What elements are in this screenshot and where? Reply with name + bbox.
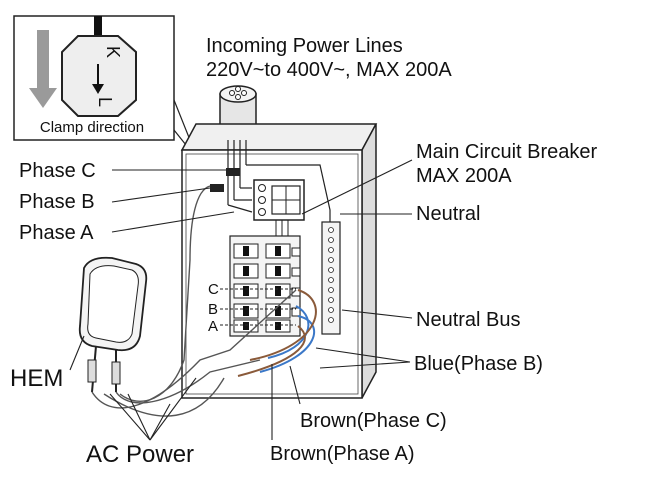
terminal-label-c: C — [208, 281, 219, 298]
label-blue-phase-b: Blue(Phase B) — [414, 353, 543, 375]
clamp-direction-inset: K L Clamp direction — [13, 15, 175, 141]
label-hem: HEM — [10, 365, 63, 392]
brown-wire-c — [249, 289, 317, 361]
label-breaker-spec: MAX 200A — [416, 165, 512, 187]
clamp-icon: K L — [61, 16, 137, 117]
main-breaker — [253, 179, 305, 238]
clamp-letter-k: K — [103, 46, 123, 58]
ct-wires — [237, 289, 317, 377]
incoming-spec: 220V~to 400V~, MAX 200A — [206, 59, 452, 81]
label-brown-phase-a: Brown(Phase A) — [270, 443, 415, 465]
incoming-title: Incoming Power Lines — [206, 35, 403, 57]
label-brown-phase-c: Brown(Phase C) — [300, 410, 447, 432]
label-phase-a: Phase A — [19, 222, 94, 244]
label-phase-c: Phase C — [19, 160, 96, 182]
clamp-phase-c — [226, 168, 240, 176]
hem-device — [78, 256, 148, 393]
label-phase-b: Phase B — [19, 191, 95, 213]
terminal-label-b: B — [208, 301, 218, 318]
neutral-bus — [321, 221, 341, 335]
label-neutral-bus: Neutral Bus — [416, 309, 521, 331]
label-ac-power: AC Power — [86, 441, 194, 468]
label-neutral: Neutral — [416, 203, 480, 225]
down-arrow-icon — [29, 30, 57, 108]
terminal-label-a: A — [208, 318, 218, 335]
label-breaker-title: Main Circuit Breaker — [416, 141, 598, 163]
branch-breakers — [229, 235, 301, 337]
clamp-caption: Clamp direction — [40, 119, 144, 136]
clamp-phase-b — [210, 184, 224, 192]
brown-wire-a — [237, 325, 306, 377]
clamp-letter-l: L — [95, 97, 115, 107]
blue-wire-2 — [259, 315, 315, 373]
